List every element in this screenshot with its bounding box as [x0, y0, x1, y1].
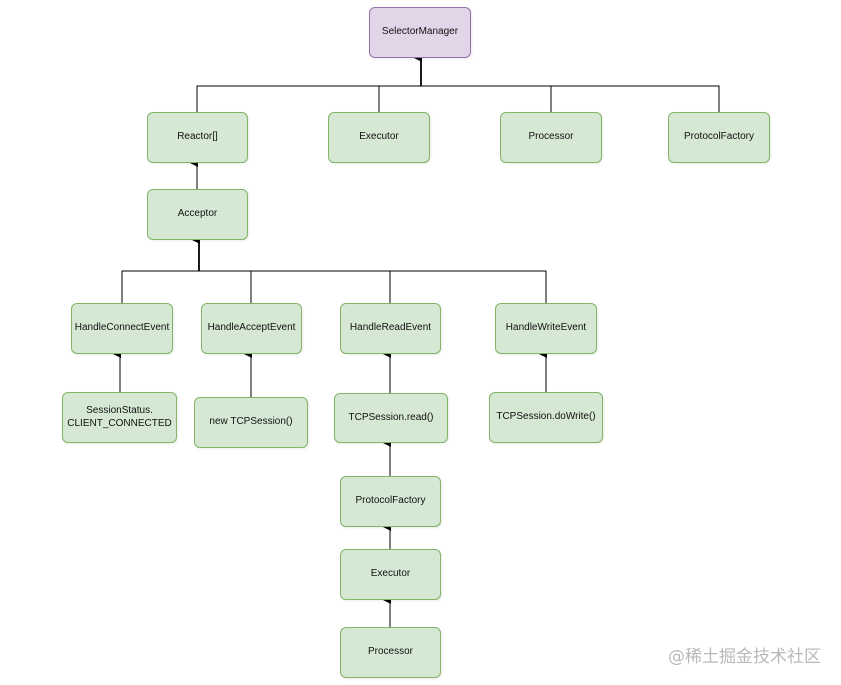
handle-write-event-label: HandleWriteEvent [505, 322, 587, 334]
tcp-session-dowrite-label: TCPSession.doWrite() [496, 411, 596, 423]
new-tcp-session-label: new TCPSession() [209, 416, 293, 428]
session-status-label: SessionStatus. CLIENT_CONNECTED [67, 405, 172, 429]
edges-leaf-to-handlers [113, 350, 547, 397]
processor-top-node: Processor [500, 112, 602, 163]
acceptor-node: Acceptor [147, 189, 248, 240]
executor-chain-label: Executor [370, 568, 411, 580]
handle-accept-event-label: HandleAcceptEvent [207, 322, 296, 334]
session-status-node: SessionStatus. CLIENT_CONNECTED [62, 392, 177, 443]
handle-connect-event-node: HandleConnectEvent [71, 303, 173, 354]
selector-manager-node: SelectorManager [369, 7, 471, 58]
protocol-factory-chain-node: ProtocolFactory [340, 476, 441, 527]
executor-top-node: Executor [328, 112, 430, 163]
processor-chain-label: Processor [367, 646, 413, 658]
executor-top-label: Executor [359, 131, 399, 143]
edges-to-selector-manager [196, 54, 720, 112]
protocol-factory-top-label: ProtocolFactory [683, 131, 755, 143]
new-tcp-session-node: new TCPSession() [194, 397, 308, 448]
processor-chain-node: Processor [340, 627, 441, 678]
handle-read-event-node: HandleReadEvent [340, 303, 441, 354]
edges-to-acceptor [121, 236, 547, 303]
tcp-session-dowrite-node: TCPSession.doWrite() [489, 392, 603, 443]
acceptor-label: Acceptor [177, 208, 218, 220]
protocol-factory-chain-label: ProtocolFactory [355, 495, 426, 507]
reactor-label: Reactor[] [177, 131, 218, 143]
processor-top-label: Processor [528, 131, 574, 143]
handle-read-event-label: HandleReadEvent [349, 322, 432, 334]
tcp-session-read-node: TCPSession.read() [334, 393, 448, 443]
executor-chain-node: Executor [340, 549, 441, 600]
protocol-factory-top-node: ProtocolFactory [668, 112, 770, 163]
handle-accept-event-node: HandleAcceptEvent [201, 303, 302, 354]
selector-manager-label: SelectorManager [381, 26, 459, 38]
reactor-node: Reactor[] [147, 112, 248, 163]
tcp-session-read-label: TCPSession.read() [348, 411, 434, 423]
handle-write-event-node: HandleWriteEvent [495, 303, 597, 354]
watermark-text: @稀土掘金技术社区 [668, 647, 821, 667]
handle-connect-event-label: HandleConnectEvent [74, 322, 170, 334]
